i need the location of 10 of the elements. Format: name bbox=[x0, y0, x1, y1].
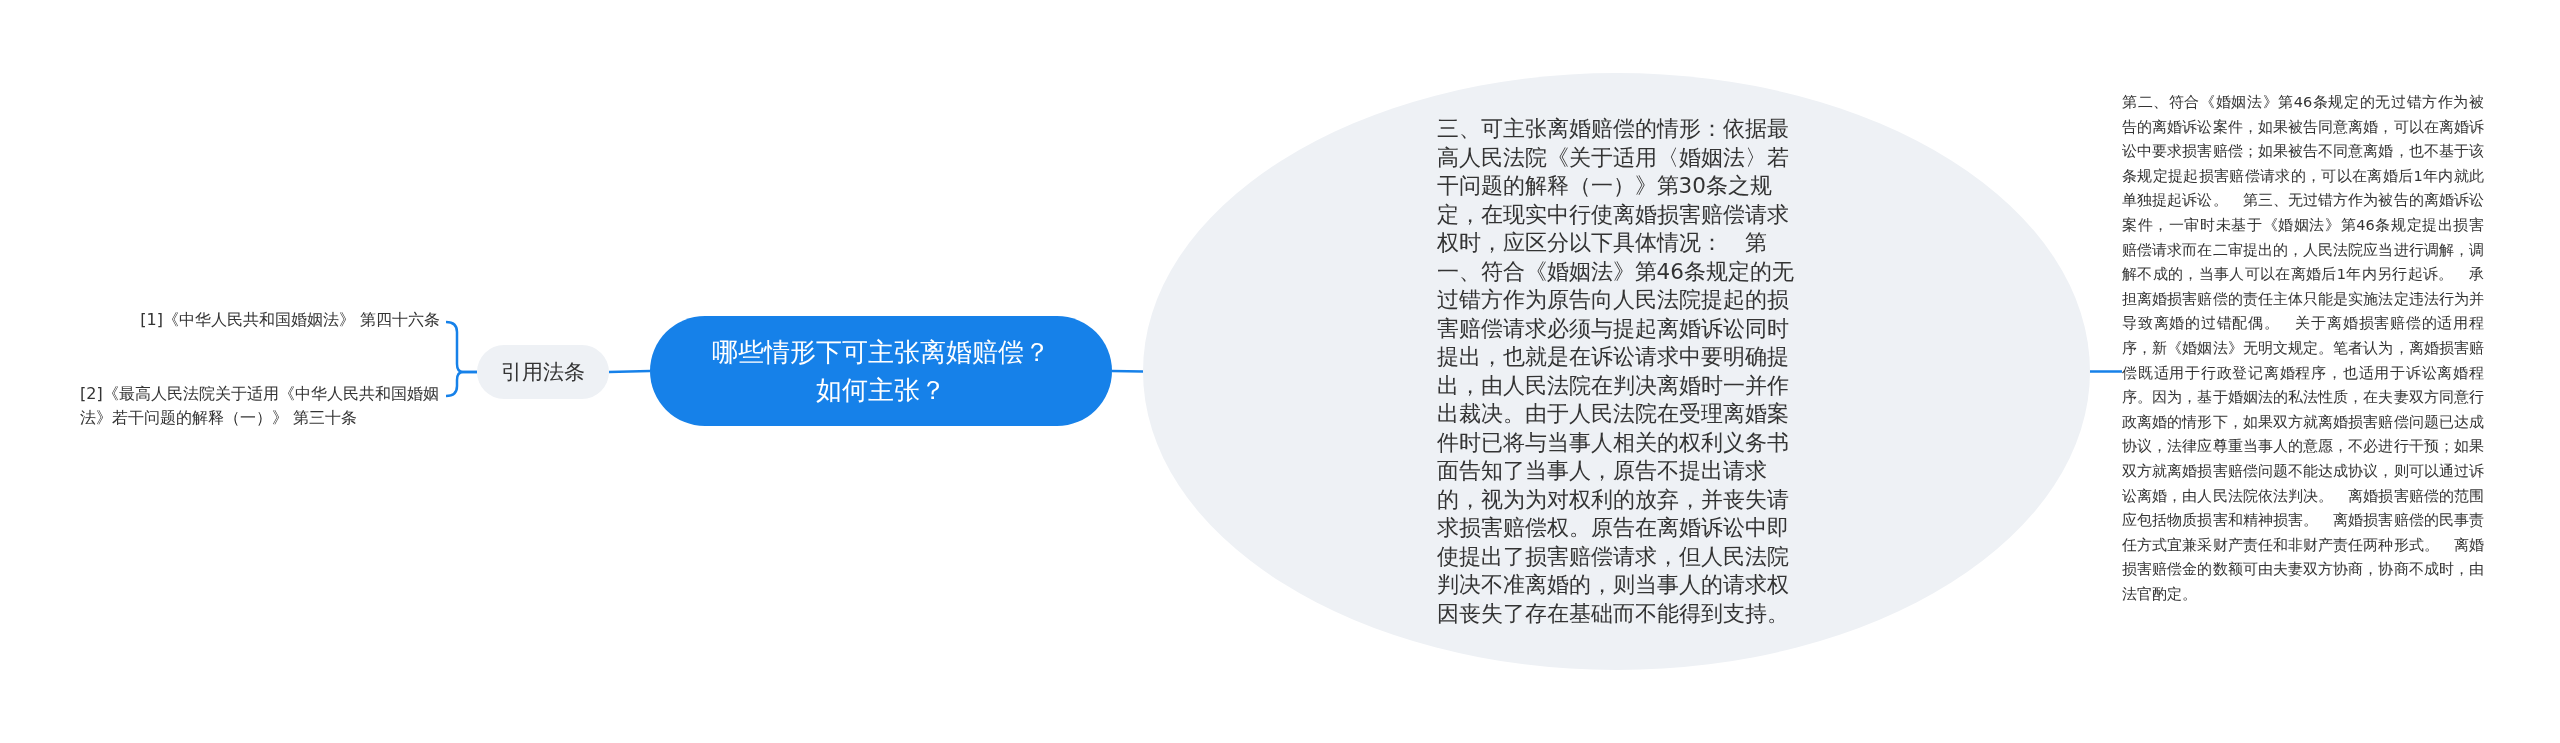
citation-text: [1]《中华人民共和国婚姻法》 第四十六条 bbox=[60, 308, 440, 336]
body-text: 第二、符合《婚姻法》第46条规定的无过错方作为被告的离婚诉讼案件，如果被告同意离婚，可以在离婚诉讼中要求损害赔偿；如果被告不同意离婚，也不基于该条规定提起损害赔偿请求的，可以在离婚后1年内就此单独提起诉讼。 第三、无过错方作为被告的离婚诉讼案件，一审时未基于《婚姻法》第46条规定提出损害赔偿请求而在二审提出的，人民法院应当进行调解，调解不成的，当事人可以在离婚后1年内另行起诉。 承担离婚损害赔偿的责任主体只能是实施法定违法行为并导致离婚的过错配偶。 关于离婚损害赔偿的适用程序，新《婚姻法》无明文规定。笔者认为，离婚损害赔偿既适用于行政登记离婚程序，也适用于诉讼离婚程序。因为，基于婚姻法的私法性质，在夫妻双方同意行政离婚的情形下，如果双方就离婚损害赔偿问题已达成协议，法律应尊重当事人的意愿，不必进行干预；如果双方就离婚损害赔偿问题不能达成协议，则可以通过诉讼离婚，由人民法院依法判决。 离婚损害赔偿的范围应包括物质损害和精神损害。 离婚损害赔偿的民事责任方式宜兼采财产责任和非财产责任两种形式。 离婚损害赔偿金的数额可由夫妻双方协商，协商不成时，由法官酌定。 bbox=[2122, 90, 2484, 660]
subtopic-pill: 引用法条 bbox=[477, 345, 609, 399]
citation-text: [2]《最高人民法院关于适用《中华人民共和国婚姻法》若干问题的解释（一）》 第三十条 bbox=[80, 382, 440, 458]
topic-pill: 哪些情形下可主张离婚赔偿？如何主张？ bbox=[650, 316, 1112, 426]
connector-line bbox=[1111, 369, 1144, 373]
body-text: 三、可主张离婚赔偿的情形：依据最高人民法院《关于适用〈婚姻法〉若干问题的解释（一）》第30条之规定，在现实中行使离婚损害赔偿请求权时，应区分以下具体情况： 第一、符合《婚姻法》第46条规定的无过错方作为原告向人民法院提起的损害赔偿请求必须与提起离婚诉讼同时提出，也就是在诉讼请求中要明确提出，由人民法院在判决离婚时一并作出裁决。由于人民法院在受理离婚案件时已将与当事人相关的权利义务书面告知了当事人，原告不提出请求的，视为为对权利的放弃，并丧失请求损害赔偿权。原告在离婚诉讼中即使提出了损害赔偿请求，但人民法院判决不准离婚的，则当事人的请求权因丧失了存在基础而不能得到支持。 bbox=[1436, 115, 1795, 628]
connector-line bbox=[2090, 370, 2122, 373]
connector-line bbox=[608, 369, 651, 374]
connector-line bbox=[445, 370, 477, 398]
